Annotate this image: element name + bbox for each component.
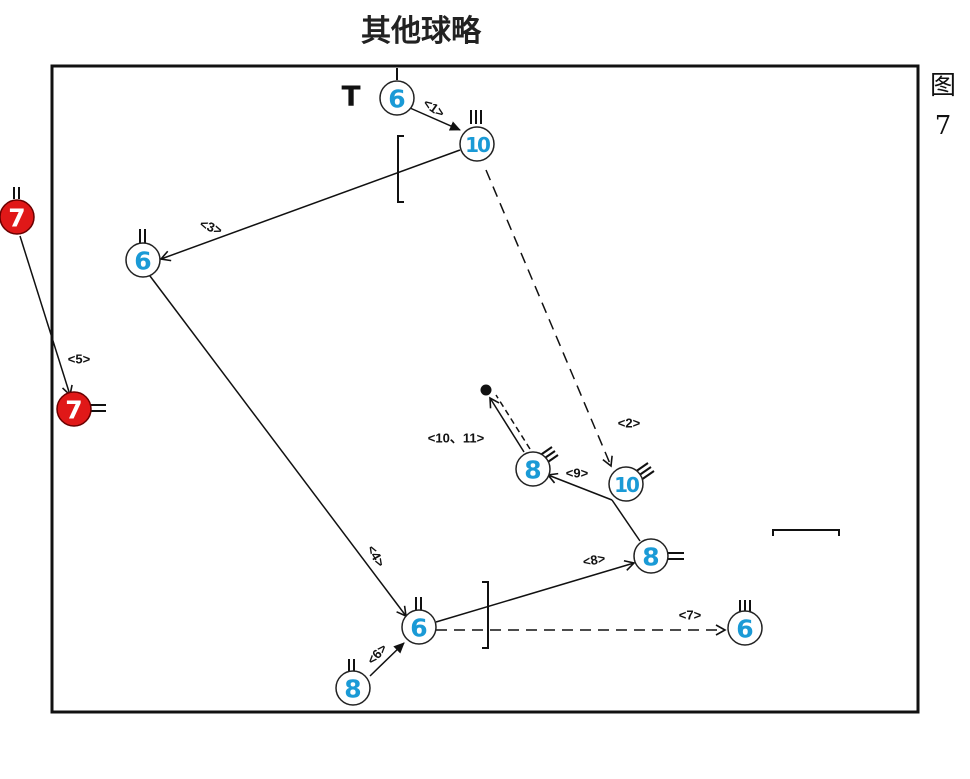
figure-label-top: 图 xyxy=(929,71,956,101)
player-marker xyxy=(633,538,669,574)
player-marker xyxy=(515,451,551,487)
step-label-9: <9> xyxy=(566,466,589,481)
player-p-10-mid: 10 xyxy=(608,466,644,502)
player-p-6-bottom: 6 xyxy=(401,609,437,645)
player-number: 6 xyxy=(410,614,427,643)
step-label-2: <2> xyxy=(618,416,641,431)
player-number: 6 xyxy=(388,85,405,114)
player-marker xyxy=(125,242,161,278)
t-marker: T xyxy=(341,80,360,113)
run-line-5 xyxy=(19,235,73,397)
screen-mark-right xyxy=(772,529,840,536)
pass-line-8 xyxy=(435,559,636,623)
step-label-8: <8> xyxy=(582,551,607,570)
player-p-7-side: 7 xyxy=(56,391,92,427)
player-marker xyxy=(0,199,35,235)
player-p-8-right: 8 xyxy=(633,538,669,574)
role-tick-marks xyxy=(13,68,751,672)
court-border xyxy=(50,64,920,714)
step-label-6: <6> xyxy=(364,640,390,667)
player-marker xyxy=(56,391,92,427)
player-marker xyxy=(335,670,371,706)
step-label-3: <3> xyxy=(198,216,225,238)
player-p-6-top: 6 xyxy=(379,80,415,116)
players: 6 10 6 7 7 8 10 8 6 6 8 xyxy=(0,80,763,706)
player-number: 8 xyxy=(344,675,361,704)
pass-line-6 xyxy=(369,642,405,677)
player-p-8-bottom: 8 xyxy=(335,670,371,706)
step-label-7: <7> xyxy=(679,608,702,623)
player-p-6-right: 6 xyxy=(727,610,763,646)
player-number: 6 xyxy=(134,247,151,276)
step-labels: <1><2><3><4><5><6><7><8><9><10、11> xyxy=(68,95,702,667)
player-marker xyxy=(459,126,495,162)
player-p-10-top: 10 xyxy=(459,126,495,162)
player-marker xyxy=(727,610,763,646)
shot-line-10 xyxy=(489,396,525,453)
player-number: 7 xyxy=(65,396,82,425)
pass-line-9 xyxy=(546,472,613,501)
shot-line-11 xyxy=(495,394,531,450)
player-marker xyxy=(379,80,415,116)
diagram-title: 其他球略 xyxy=(361,14,481,49)
figure-label: 图 7 xyxy=(928,66,958,146)
pass-line-3 xyxy=(159,149,461,262)
player-number: 8 xyxy=(524,456,541,485)
step-label-1: <1> xyxy=(421,95,448,120)
step-label-10: <10、11> xyxy=(428,431,485,446)
player-p-8-mid: 8 xyxy=(515,451,551,487)
player-number: 10 xyxy=(465,133,490,157)
player-number: 7 xyxy=(8,204,25,233)
screen-mark-bottom xyxy=(482,581,489,649)
player-marker xyxy=(608,466,644,502)
screen-mark-top xyxy=(397,135,404,203)
step-label-5: <5> xyxy=(68,352,91,367)
player-number: 8 xyxy=(642,543,659,572)
pass-line-4 xyxy=(149,275,407,618)
player-marker xyxy=(401,609,437,645)
player-number: 6 xyxy=(736,615,753,644)
movement-lines xyxy=(19,107,727,677)
pass-line-1 xyxy=(409,107,461,131)
player-p-6-left: 6 xyxy=(125,242,161,278)
player-p-7-outside: 7 xyxy=(0,199,35,235)
player-number: 10 xyxy=(614,473,639,497)
figure-label-bottom: 7 xyxy=(934,111,952,141)
run-line-9a xyxy=(611,499,641,542)
ball xyxy=(480,384,492,396)
